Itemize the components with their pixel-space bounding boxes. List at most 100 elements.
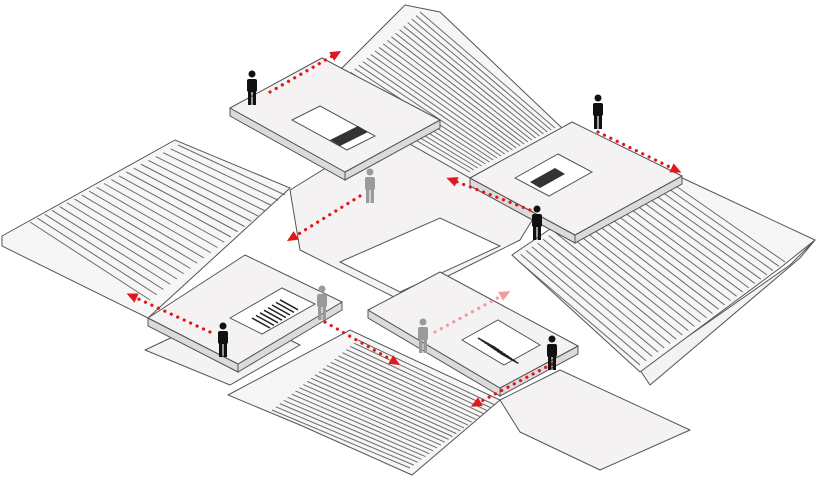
stair-step [29, 221, 151, 301]
stair-step [322, 368, 461, 432]
stair-step [391, 36, 529, 143]
stair-step [44, 213, 164, 290]
stair-step [559, 227, 689, 332]
stair-step [318, 371, 457, 435]
arrowhead-icon [669, 163, 682, 173]
landing-bottom-opening [460, 319, 542, 366]
person-icon [365, 168, 375, 203]
stair-step [103, 183, 218, 248]
stair-step [303, 384, 442, 446]
person-icon [317, 285, 327, 320]
stair-step [599, 201, 731, 302]
stair-step [275, 301, 295, 314]
stair-step [295, 390, 434, 452]
movement-routes [126, 51, 682, 407]
stair-step [299, 387, 438, 449]
stair-step [263, 309, 283, 321]
route-dotted-line [474, 362, 554, 406]
stair-step [275, 406, 415, 466]
route-dotted-line [323, 320, 397, 364]
stair-step [51, 210, 171, 285]
person-icon [547, 335, 557, 370]
stair-step [593, 205, 725, 306]
stair-step [342, 352, 480, 417]
stair-step [279, 403, 418, 463]
stair-step [419, 11, 556, 129]
stair-step [74, 198, 191, 269]
stair-step [411, 18, 548, 133]
stair-step [334, 358, 473, 423]
stair-step [357, 339, 496, 406]
stair-step [96, 186, 211, 254]
route-arrow [286, 194, 362, 242]
stair-step [399, 29, 536, 139]
person-icon [218, 322, 228, 357]
arrowhead-icon [286, 231, 299, 242]
stair-step [525, 250, 653, 357]
stair-step [259, 312, 279, 324]
landing-top-opening [290, 105, 377, 151]
stair-step [554, 231, 683, 336]
route-dotted-line [596, 130, 678, 172]
person-icon [593, 94, 603, 129]
arrowhead-icon [470, 397, 483, 407]
route-arrow [433, 291, 511, 334]
stair-step [582, 212, 713, 314]
stair-step [314, 374, 453, 437]
stair-step [267, 306, 287, 319]
route-arrow [596, 130, 682, 173]
stair-flight-left [1, 139, 291, 319]
landing-right-stair-shadow [530, 168, 565, 188]
stair-step [374, 50, 513, 151]
stair-step [125, 171, 238, 233]
stair-step [118, 175, 232, 238]
route-arrow [268, 51, 342, 94]
arrowhead-icon [126, 293, 139, 303]
route-arrow [446, 177, 532, 212]
route-dotted-line [268, 52, 338, 94]
stair-step [500, 352, 519, 365]
landing-bottom-stairs [477, 337, 519, 365]
landing-bottom [367, 271, 579, 389]
stair-step [140, 163, 252, 222]
stair-step [88, 190, 205, 259]
route-dotted-line [130, 294, 212, 334]
stair-step [338, 355, 476, 420]
stair-step [255, 314, 275, 327]
stair-step [330, 361, 469, 426]
person-icon [247, 70, 257, 105]
stair-step [59, 206, 178, 280]
stair-step [520, 253, 647, 362]
people [218, 70, 603, 370]
right-floor [639, 239, 816, 386]
stair-step [310, 377, 449, 440]
person-icon [418, 318, 428, 353]
landings [147, 57, 683, 397]
stair-step [291, 393, 430, 455]
route-arrow [470, 362, 554, 407]
stair-step [415, 15, 552, 131]
stair-step [66, 202, 185, 275]
stair-step [349, 345, 488, 412]
stair-step [111, 179, 225, 243]
stair-step [283, 399, 422, 460]
arrowhead-icon [388, 355, 401, 365]
stair-step [403, 25, 540, 137]
stair-flight-bottom-outline [226, 329, 501, 476]
stair-step [155, 156, 265, 212]
stair-step [279, 299, 299, 311]
stair-step [542, 238, 671, 344]
stair-step [162, 152, 272, 206]
stair-step [362, 61, 502, 157]
stair-step [346, 349, 484, 415]
stair-flight-bottom [226, 329, 501, 476]
stair-step [407, 22, 544, 135]
arrowhead-icon [329, 51, 342, 61]
stair-step [565, 223, 695, 327]
stair-step [271, 409, 411, 469]
stair-step [81, 194, 198, 264]
stair-step [576, 216, 707, 319]
stair-step [271, 304, 291, 316]
route-dotted-line [290, 194, 362, 240]
